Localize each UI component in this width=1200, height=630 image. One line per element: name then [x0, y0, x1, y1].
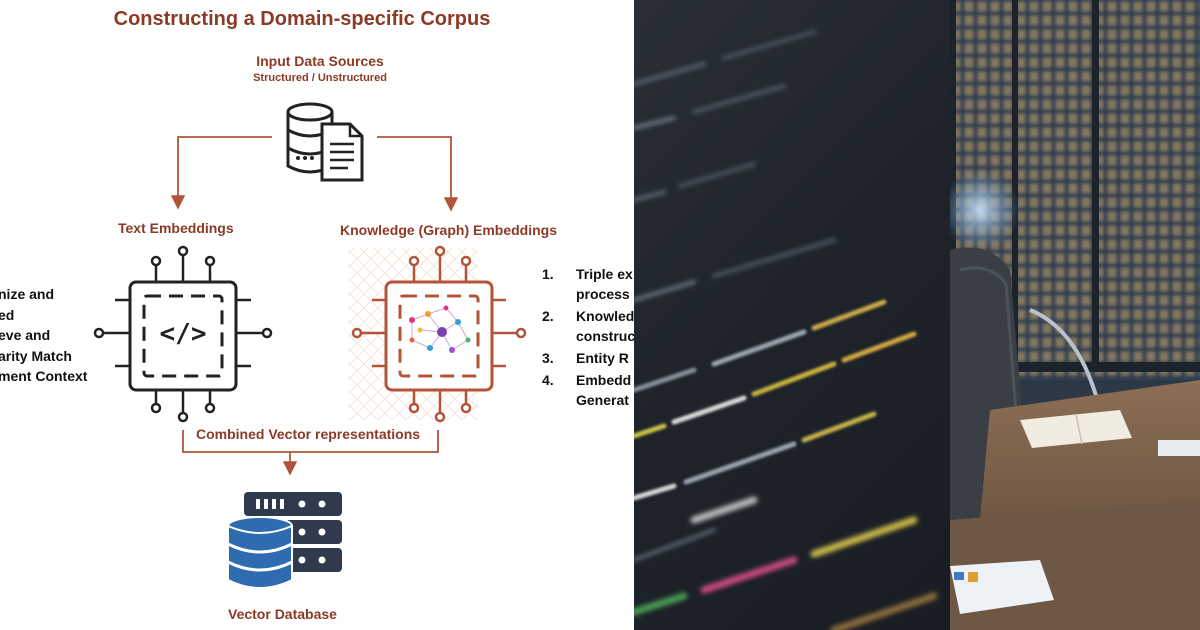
input-sources-label: Input Data Sources	[256, 53, 384, 69]
step-number: 2.	[542, 308, 554, 324]
graph-network-icon	[409, 305, 471, 353]
step-number: 3.	[542, 350, 554, 366]
text-embeddings-label: Text Embeddings	[118, 220, 234, 236]
left-list-item: ed	[0, 306, 15, 323]
server-database-icon	[227, 492, 342, 589]
step-text: Triple ex process	[576, 266, 633, 302]
step-text: Entity R	[576, 350, 629, 366]
left-list-item: arity Match	[0, 347, 72, 364]
diagram-graphics: </>	[93, 102, 527, 589]
kg-embedding-steps: 1. Triple ex process 2. Knowled construc…	[542, 264, 634, 412]
code-editor-photo	[634, 0, 950, 630]
left-list-item: nize and	[0, 286, 55, 302]
step-item: 4. Embedd Generat	[542, 370, 634, 410]
split-arrows	[170, 136, 459, 212]
step-text: Embedd Generat	[576, 372, 632, 408]
code-chip-icon: </>	[93, 245, 273, 423]
office-scene-graphic	[950, 0, 1200, 630]
knowledge-graph-chip-icon	[348, 245, 527, 423]
step-text: Knowled construc	[576, 308, 634, 344]
code-lines-graphic	[634, 30, 938, 630]
step-number: 1.	[542, 266, 554, 282]
left-list-item: eve and	[0, 327, 51, 343]
diagram-panel: </>	[0, 8, 634, 622]
step-item: 1. Triple ex process	[542, 264, 634, 304]
code-glyph: </>	[160, 319, 207, 349]
database-and-document-icon	[286, 102, 364, 182]
input-sources-sublabel: Structured / Unstructured	[253, 72, 387, 84]
kg-embeddings-label: Knowledge (Graph) Embeddings	[340, 222, 558, 238]
vector-database-label: Vector Database	[228, 606, 337, 622]
combine-bracket	[182, 430, 439, 476]
step-number: 4.	[542, 372, 554, 388]
step-item: 2. Knowled construc	[542, 306, 634, 346]
left-list-item: ment Context	[0, 368, 88, 384]
combined-vectors-label: Combined Vector representations	[196, 426, 421, 442]
step-item: 3. Entity R	[542, 348, 634, 368]
text-embedding-steps: nize and ed eve and arity Match ment Con…	[0, 284, 87, 387]
office-photo	[950, 0, 1200, 630]
diagram-title: Constructing a Domain-specific Corpus	[113, 8, 491, 30]
